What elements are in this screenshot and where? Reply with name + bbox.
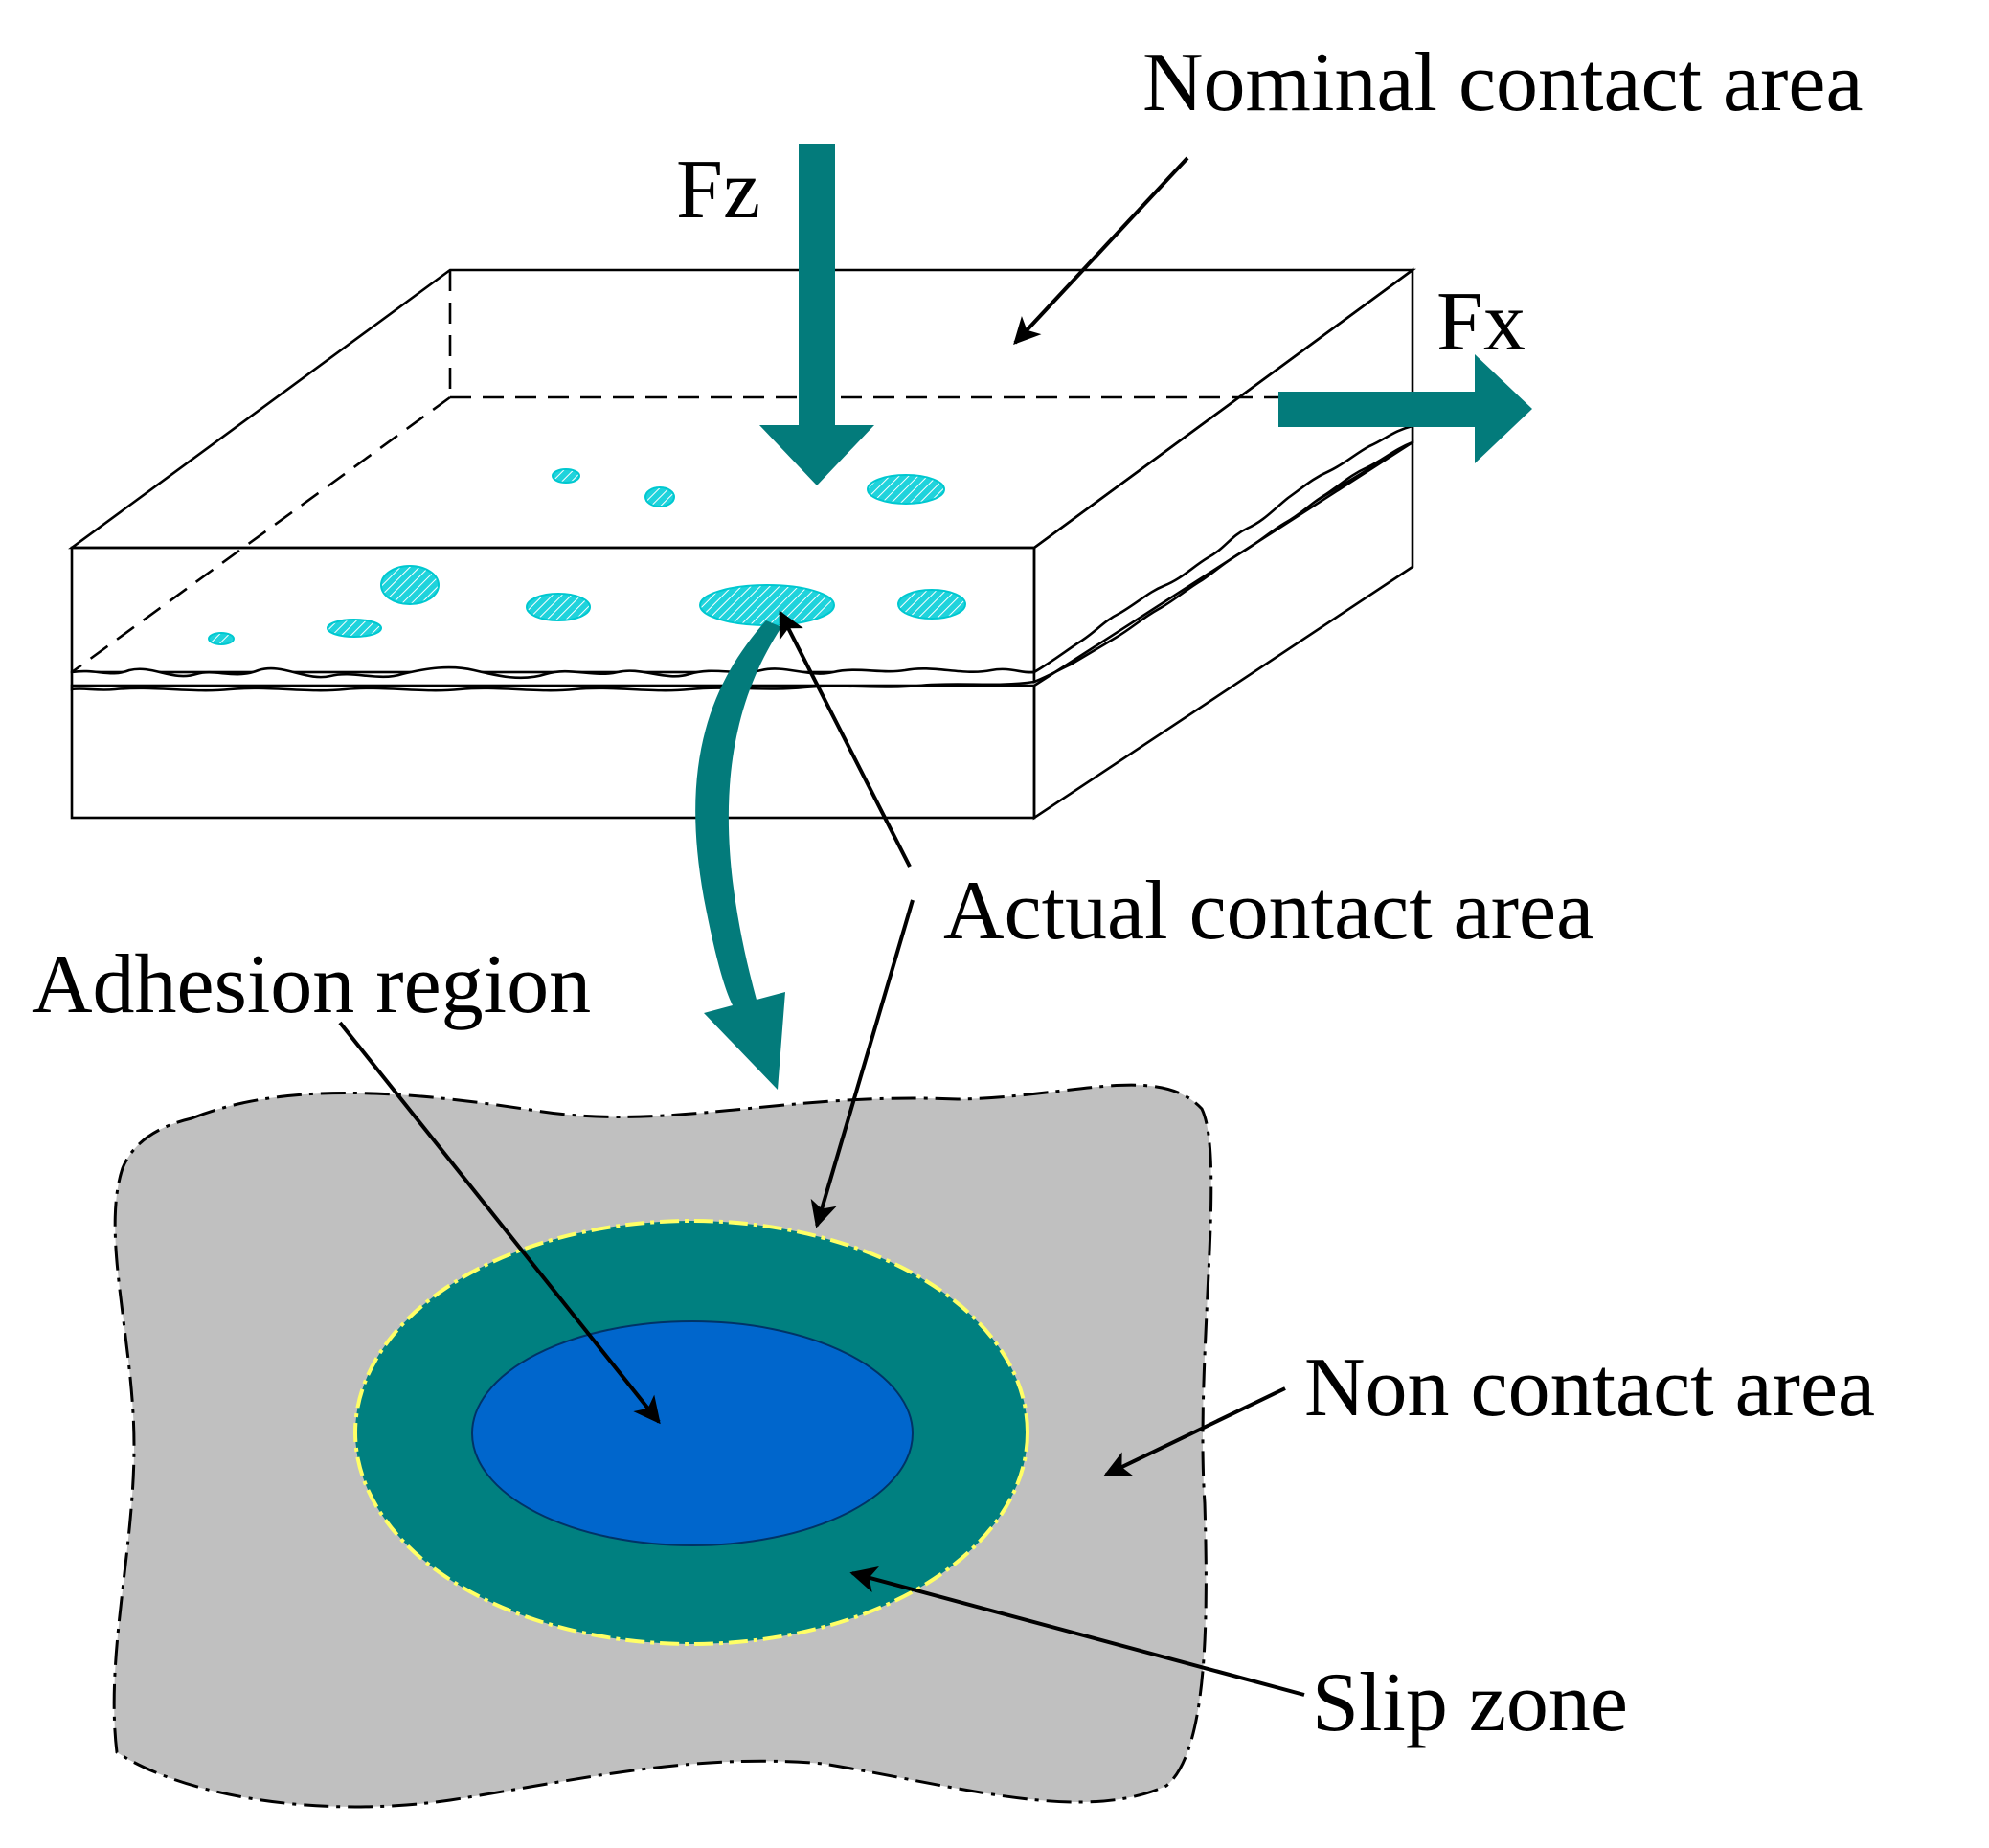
lower-block-front [70, 684, 1036, 820]
rough-interface-side [1032, 424, 1414, 684]
adhesion-region-label: Adhesion region [32, 938, 591, 1031]
rough-interface-front [70, 665, 1036, 692]
contact-spot [552, 468, 580, 484]
fz-label: Fz [676, 144, 760, 237]
actual-contact-leader-top [779, 610, 912, 868]
contact-spots [208, 468, 966, 645]
contact-spot [208, 632, 235, 645]
actual-contact-leader-bottom [810, 899, 915, 1228]
zoom-arrow [695, 620, 785, 1090]
non-contact-leader [1103, 1386, 1286, 1476]
slip-zone-leader [849, 1566, 1305, 1697]
contact-spot [526, 593, 591, 621]
non-contact-area-label: Non contact area [1304, 1341, 1875, 1434]
contact-spot [327, 619, 382, 638]
fz-force-arrow [759, 144, 874, 485]
nominal-contact-leader [1013, 156, 1189, 346]
nominal-contact-area-label: Nominal contact area [1142, 36, 1864, 129]
lower-block-side [1032, 439, 1414, 821]
contact-spot [644, 486, 675, 507]
contact-spot [897, 589, 966, 620]
fx-force-arrow [1278, 354, 1532, 463]
block-top-face [68, 268, 1416, 550]
lower-block [70, 439, 1414, 821]
adhesion-region-ellipse [471, 1320, 914, 1546]
contact-spot [699, 584, 835, 626]
contact-spot [867, 474, 945, 505]
fx-label: Fx [1436, 276, 1526, 369]
contact-spot [380, 565, 440, 605]
slip-zone-label: Slip zone [1312, 1656, 1628, 1749]
actual-contact-area-label: Actual contact area [943, 865, 1593, 958]
hidden-edges [71, 270, 1408, 674]
adhesion-leader [338, 1021, 661, 1425]
